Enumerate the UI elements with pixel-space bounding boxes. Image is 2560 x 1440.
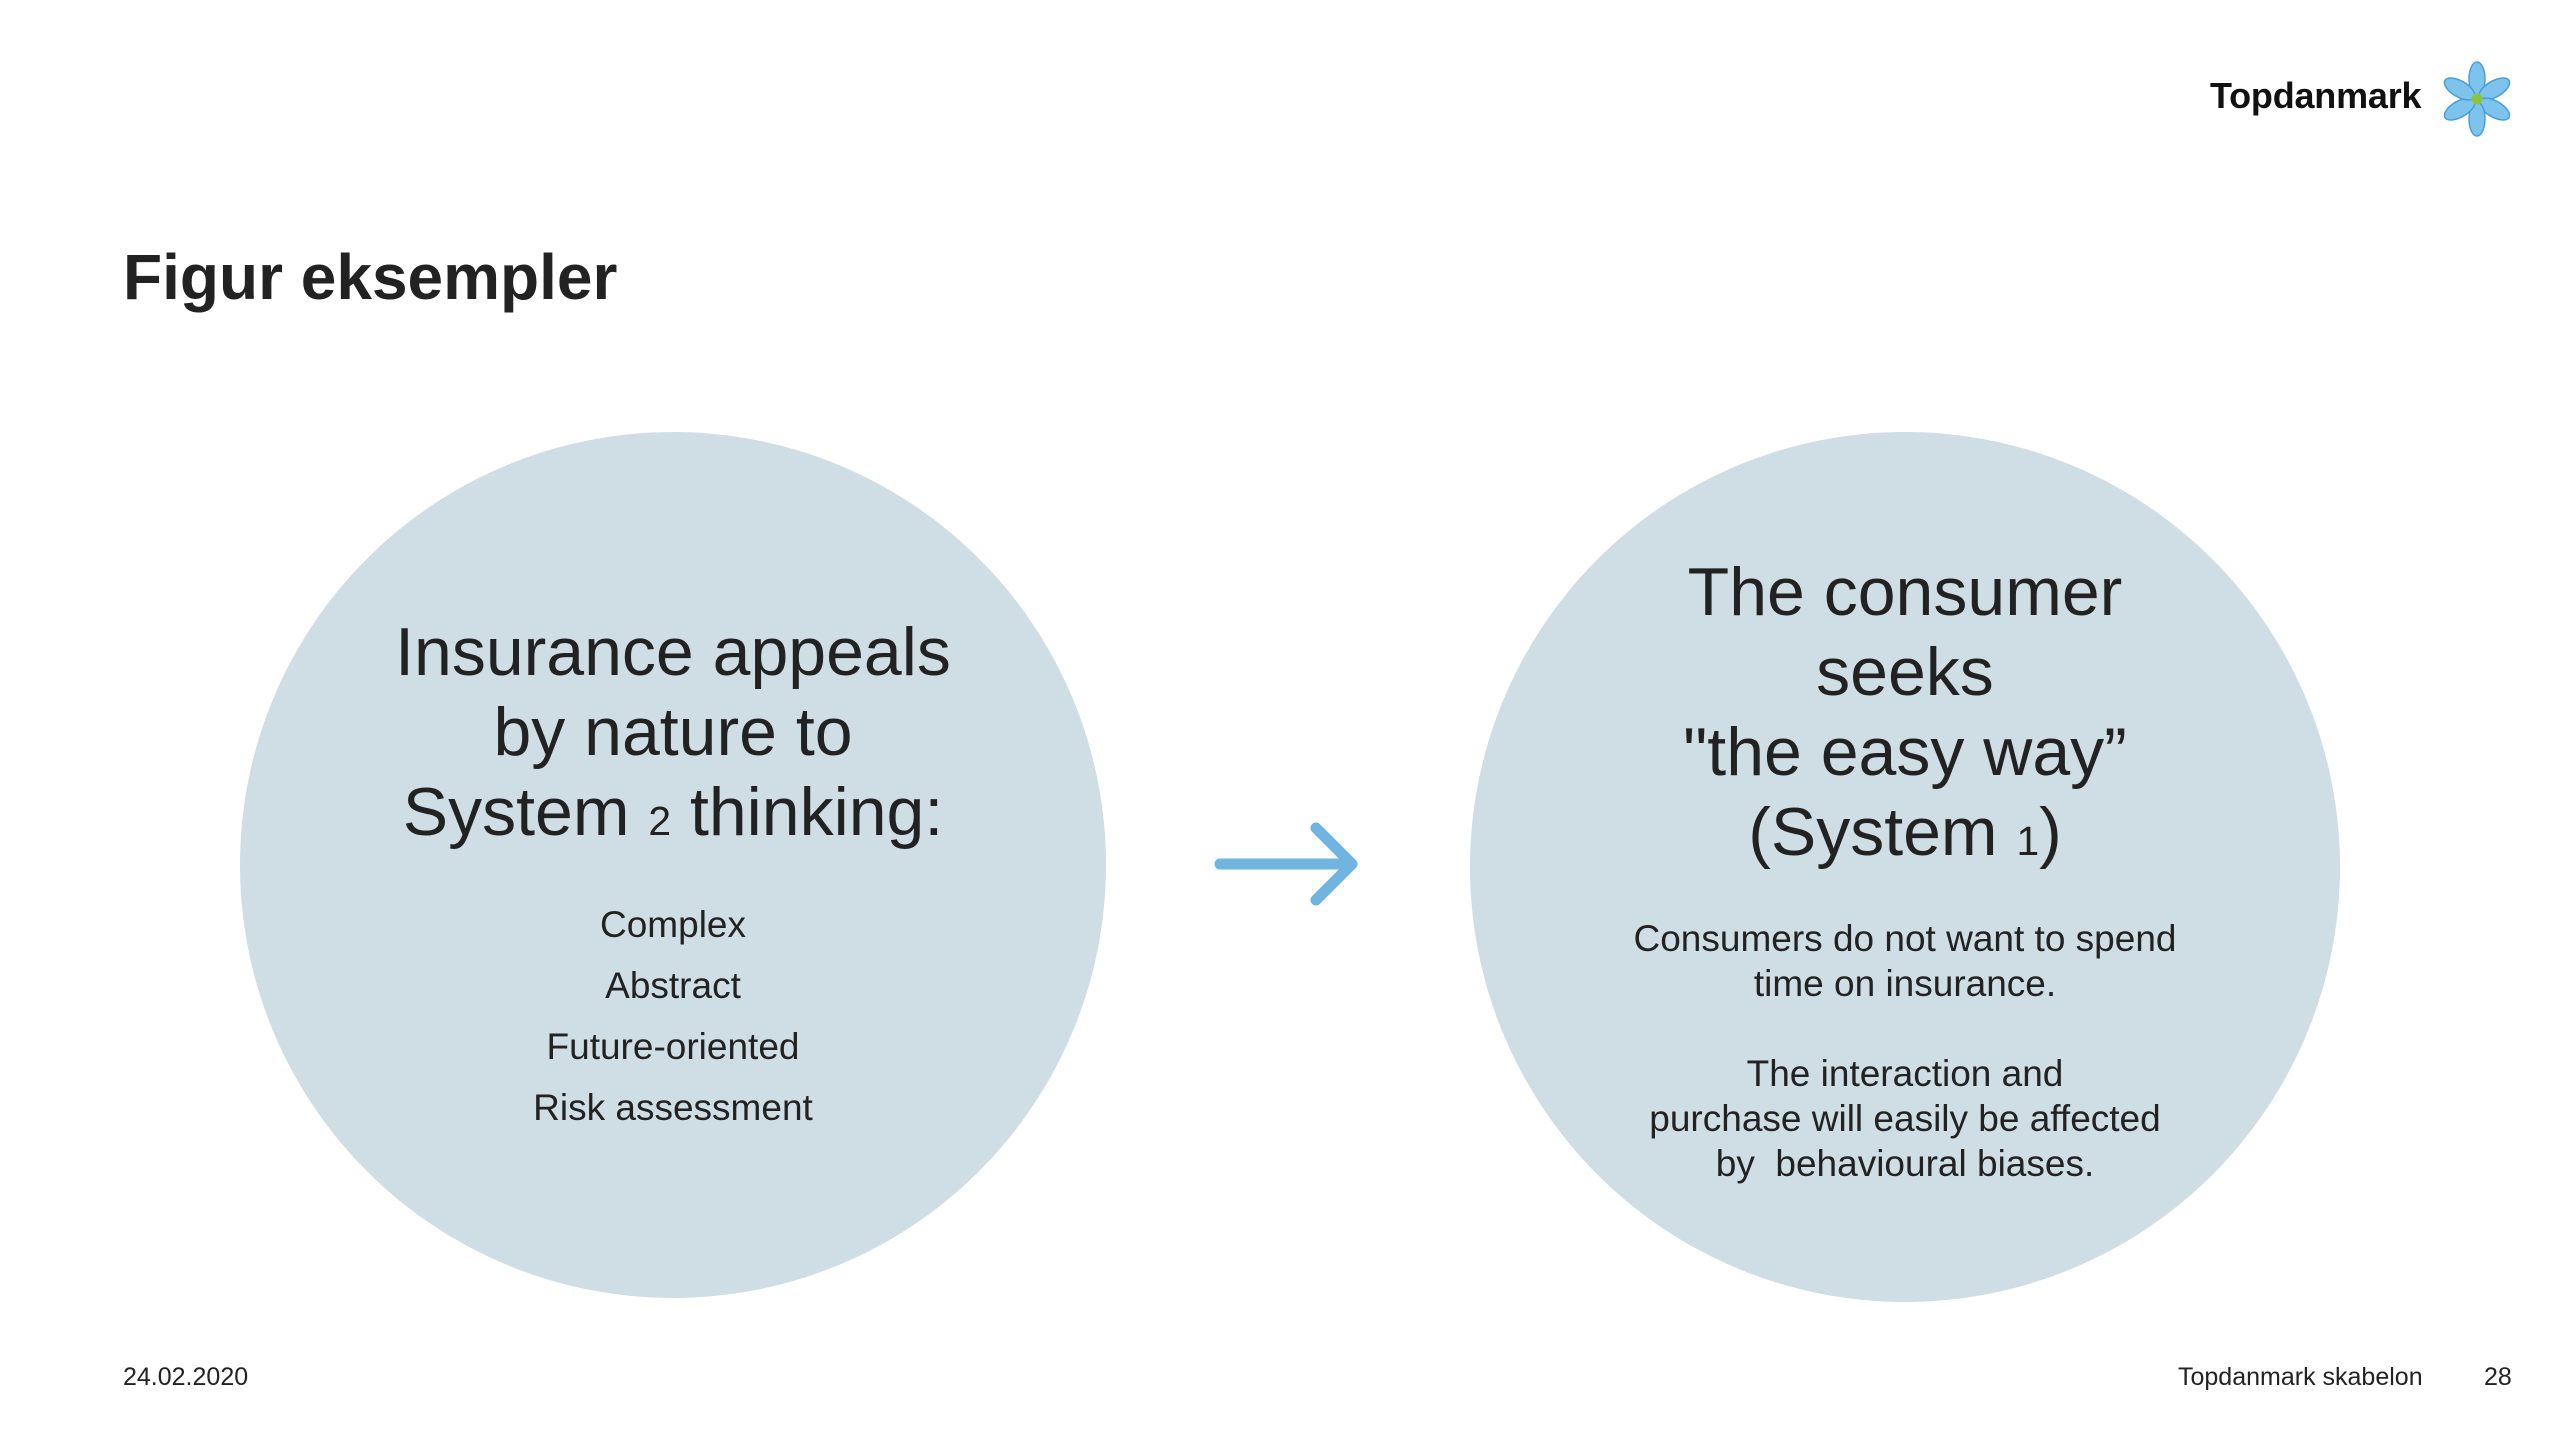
body-line: purchase will easily be affected [1649,1098,2161,1139]
page-title: Figur eksempler [123,241,618,313]
footer-page-number: 28 [2484,1363,2512,1391]
body-line: time on insurance. [1753,963,2057,1004]
system-number: 1 [2016,818,2040,864]
list-item: Risk assessment [533,1087,813,1128]
right-headline-line: "the easy way” [1683,714,2127,790]
footer-template-name: Topdanmark skabelon [2178,1363,2423,1391]
list-item: Complex [600,904,746,945]
right-circle-headline: The consumer seeks "the easy way” (Syste… [1570,552,2240,881]
right-headline-line: seeks [1816,634,1994,710]
arrow-right-icon [1214,822,1358,906]
right-circle-body: Consumers do not want to spend time on i… [1590,916,2220,1186]
footer-date: 24.02.2020 [123,1363,249,1391]
body-line: The interaction and [1746,1053,2064,1094]
left-circle-list: Complex Abstract Future-oriented Risk as… [430,894,916,1138]
body-paragraph: The interaction and purchase will easily… [1590,1051,2220,1186]
left-headline-line: by nature to [493,694,853,770]
body-line: by behavioural biases. [1715,1143,2095,1184]
flower-logo-icon [2443,61,2511,137]
list-item: Abstract [605,965,741,1006]
body-line: Consumers do not want to spend [1633,918,2177,959]
body-paragraph: Consumers do not want to spend time on i… [1590,916,2220,1006]
system-1-circle [1470,432,2340,1302]
list-item: Future-oriented [546,1026,800,1067]
topdanmark-logo: Topdanmark [2200,55,2520,145]
logo-wordmark: Topdanmark [2210,75,2422,116]
headline-text: (System [1748,794,2017,870]
system-2-circle [240,432,1106,1298]
left-headline-line: System 2 thinking: [330,772,1016,861]
right-headline-line: (System 1) [1570,792,2240,881]
right-headline-line: The consumer [1687,554,2123,630]
headline-text: System [402,774,649,850]
left-circle-headline: Insurance appeals by nature to System 2 … [330,612,1016,861]
left-headline-line: Insurance appeals [395,614,951,690]
system-number: 2 [648,798,672,844]
headline-text: thinking: [671,774,944,850]
headline-text: ) [2039,794,2062,870]
